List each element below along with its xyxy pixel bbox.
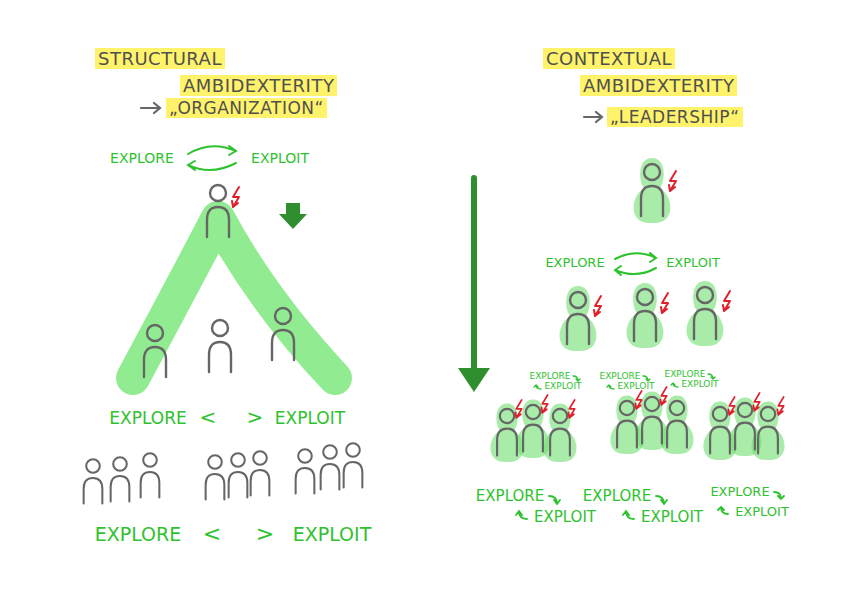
mode-label: EXPLOIT bbox=[275, 408, 345, 428]
subheading-block: „LEADERSHIP“ bbox=[607, 104, 743, 131]
person-figure bbox=[344, 443, 363, 487]
mode-label: EXPLOIT bbox=[617, 381, 654, 392]
person-figure bbox=[634, 289, 656, 341]
mode-label: EXPLORE bbox=[665, 369, 706, 380]
mode-label: EXPLORE bbox=[95, 523, 182, 546]
mode-label: EXPLORE bbox=[710, 484, 769, 500]
green-blob bbox=[660, 395, 693, 454]
person-figure bbox=[84, 459, 103, 503]
green-blob bbox=[490, 403, 523, 462]
lightning-symbol bbox=[541, 395, 547, 413]
person-figure bbox=[642, 397, 662, 444]
mode-label: EXPLOIT bbox=[681, 379, 718, 390]
mode-label: > bbox=[256, 521, 274, 547]
person-figure bbox=[710, 407, 730, 454]
lightning-symbol bbox=[594, 296, 601, 316]
person-figure bbox=[111, 457, 130, 501]
person-figure bbox=[523, 405, 543, 452]
leader-figure bbox=[641, 164, 663, 216]
person-figure bbox=[735, 403, 755, 450]
green-blob bbox=[634, 158, 671, 223]
person-figure bbox=[209, 320, 231, 372]
mode-label: EXPLORE bbox=[109, 408, 186, 428]
lightning-symbol bbox=[723, 291, 730, 311]
person-figure bbox=[229, 453, 248, 497]
green-blob bbox=[560, 286, 597, 351]
mode-label: EXPLORE bbox=[600, 371, 641, 382]
person-figure bbox=[667, 401, 687, 448]
green-blob bbox=[627, 283, 664, 348]
lightning-symbol bbox=[728, 397, 734, 415]
mode-label: EXPLORE bbox=[530, 371, 571, 382]
lightning-symbol bbox=[669, 171, 676, 191]
green-band bbox=[133, 218, 335, 378]
subheading: „LEADERSHIP“ bbox=[607, 107, 743, 127]
green-blob bbox=[687, 281, 724, 346]
person-figure bbox=[141, 453, 160, 497]
heading: CONTEXTUAL AMBIDEXTERITY bbox=[543, 48, 737, 96]
person-figure bbox=[550, 409, 570, 456]
mode-label: EXPLOIT bbox=[641, 508, 703, 526]
mode-label: EXPLORE bbox=[583, 487, 651, 505]
mode-label: EXPLOIT bbox=[544, 381, 581, 392]
mode-label: EXPLOIT bbox=[293, 523, 372, 546]
lightning-symbol bbox=[568, 400, 574, 418]
mode-label: EXPLOIT bbox=[251, 150, 309, 167]
mode-label: < bbox=[203, 521, 221, 547]
heading-block: STRUCTURAL AMBIDEXTERITY bbox=[180, 45, 358, 99]
heading: STRUCTURAL AMBIDEXTERITY bbox=[95, 48, 337, 96]
mode-label: EXPLOIT bbox=[735, 504, 789, 520]
mode-label: EXPLORE bbox=[545, 255, 604, 271]
cascade-arrow bbox=[458, 178, 490, 392]
heading-block: CONTEXTUAL AMBIDEXTERITY bbox=[580, 45, 758, 99]
person-figure bbox=[144, 325, 166, 377]
leader-figure bbox=[207, 185, 229, 237]
green-blob bbox=[543, 403, 576, 462]
lightning-symbol bbox=[777, 397, 783, 415]
person-figure bbox=[206, 455, 225, 499]
lightning-symbol bbox=[635, 391, 641, 409]
subheading: „ORGANIZATION“ bbox=[166, 98, 327, 118]
person-figure bbox=[617, 401, 637, 448]
person-figure bbox=[567, 292, 589, 344]
mode-label: EXPLOIT bbox=[666, 255, 720, 271]
cycle-arrows bbox=[188, 146, 236, 170]
person-figure bbox=[497, 409, 517, 456]
mode-label: < bbox=[200, 405, 217, 429]
subheading-block: „ORGANIZATION“ bbox=[166, 95, 327, 122]
mode-label: EXPLORE bbox=[476, 487, 544, 505]
lightning-symbol bbox=[232, 187, 239, 207]
down-arrow bbox=[279, 203, 307, 229]
lightning-symbol bbox=[515, 400, 521, 418]
person-figure bbox=[251, 451, 270, 495]
person-figure bbox=[272, 308, 294, 360]
mode-label: EXPLORE bbox=[110, 150, 174, 167]
mode-label: > bbox=[247, 405, 264, 429]
person-figure bbox=[296, 449, 315, 493]
lightning-symbol bbox=[753, 393, 759, 411]
cycle-arrows bbox=[615, 253, 656, 275]
person-figure bbox=[321, 445, 340, 489]
person-figure bbox=[758, 407, 778, 454]
person-figure bbox=[694, 287, 716, 339]
lightning-symbol bbox=[660, 387, 666, 405]
mode-label: EXPLOIT bbox=[534, 508, 596, 526]
lightning-symbol bbox=[661, 293, 668, 313]
